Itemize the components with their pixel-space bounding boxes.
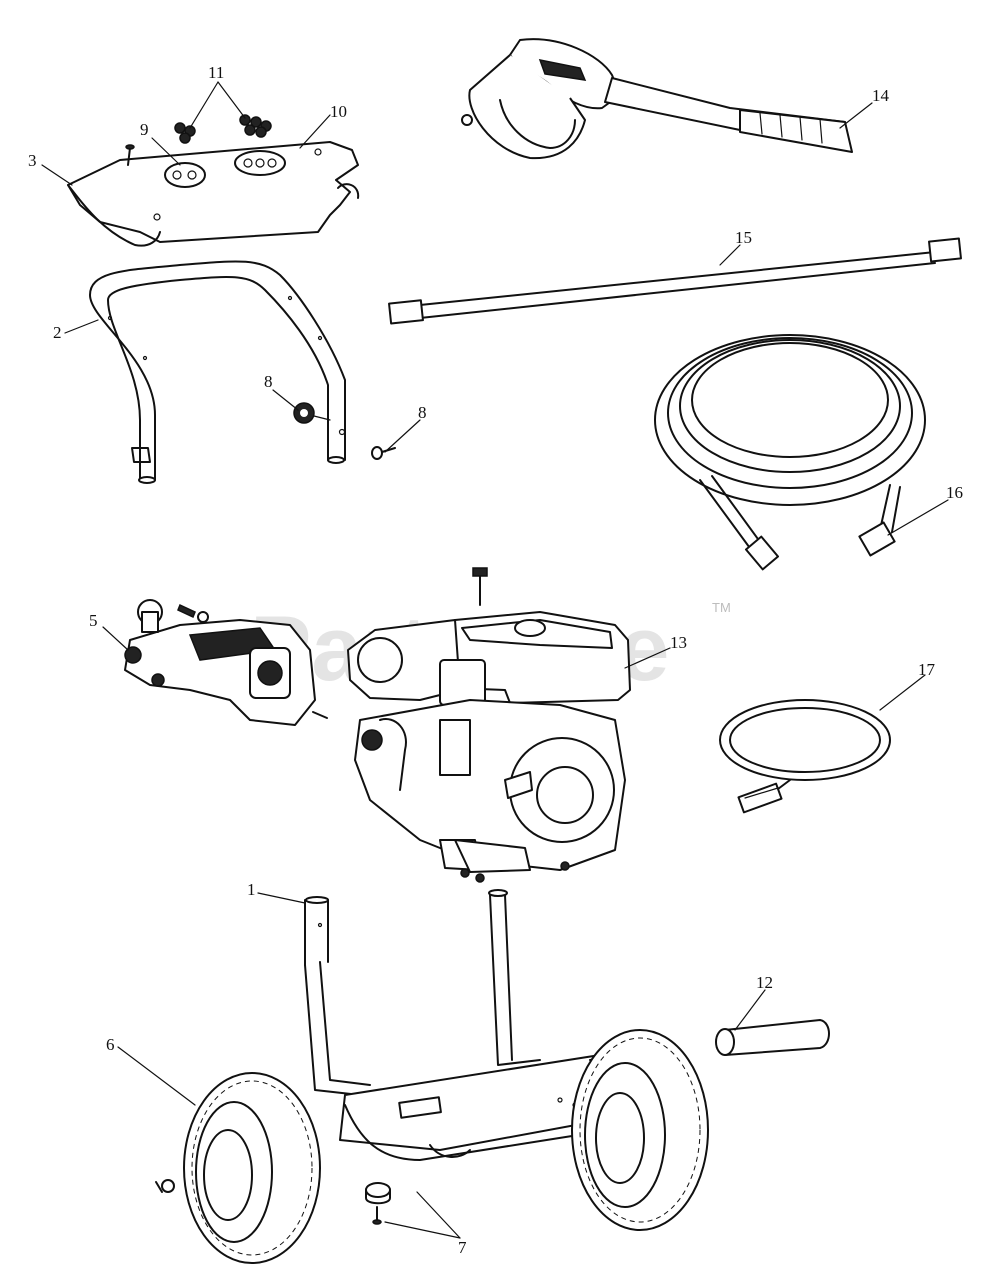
pump-part-5[interactable] — [124, 599, 328, 726]
nut-cluster-part-11-left[interactable] — [174, 122, 196, 144]
callout-7: 7 — [458, 1238, 467, 1257]
callout-9: 9 — [140, 120, 149, 139]
callout-1: 1 — [247, 880, 256, 899]
engine-part-13[interactable] — [347, 611, 631, 873]
wheel-axle-clip[interactable] — [155, 1179, 175, 1193]
callout-6: 6 — [106, 1035, 115, 1054]
callout-17: 17 — [918, 660, 936, 679]
pump-bolt[interactable] — [177, 603, 209, 623]
engine-bolts-bottom[interactable] — [460, 861, 570, 883]
spray-gun-part-14[interactable] — [461, 38, 853, 160]
high-pressure-hose-part-16[interactable] — [654, 334, 926, 571]
callout-12: 12 — [756, 973, 773, 992]
leader-lines — [41, 81, 949, 1239]
wheel-right-part-6[interactable] — [571, 1029, 709, 1231]
callout-10: 10 — [330, 102, 347, 121]
callout-3: 3 — [28, 151, 37, 170]
callout-14: 14 — [872, 86, 890, 105]
rubber-foot-part-7[interactable] — [365, 1182, 391, 1205]
callout-13: 13 — [670, 633, 687, 652]
knob-part-8[interactable] — [293, 402, 331, 424]
watermark-trademark: TM — [712, 600, 731, 615]
callout-labels: 11 9 10 3 2 8 8 14 15 16 5 13 17 1 12 6 … — [28, 63, 963, 1257]
bolt-part-8[interactable] — [371, 446, 396, 460]
nut-cluster-part-11-right[interactable] — [239, 114, 272, 138]
spray-wand-part-15[interactable] — [388, 237, 962, 325]
callout-11: 11 — [208, 63, 224, 82]
screw-part-7[interactable] — [372, 1206, 382, 1225]
callout-16: 16 — [946, 483, 963, 502]
callout-8-bolt: 8 — [418, 403, 427, 422]
callout-2: 2 — [53, 323, 62, 342]
handle-grip-part-12[interactable] — [715, 1019, 830, 1056]
callout-15: 15 — [735, 228, 752, 247]
engine-bolt-top[interactable] — [472, 567, 488, 606]
control-panel-bracket[interactable] — [67, 141, 360, 247]
screw-part-3[interactable] — [125, 144, 135, 166]
upper-handle-part-2[interactable] — [89, 260, 346, 484]
callout-5: 5 — [89, 611, 98, 630]
callout-8-knob: 8 — [264, 372, 273, 391]
wheel-left-part-6[interactable] — [183, 1072, 321, 1264]
hose-part-17[interactable] — [719, 699, 891, 814]
